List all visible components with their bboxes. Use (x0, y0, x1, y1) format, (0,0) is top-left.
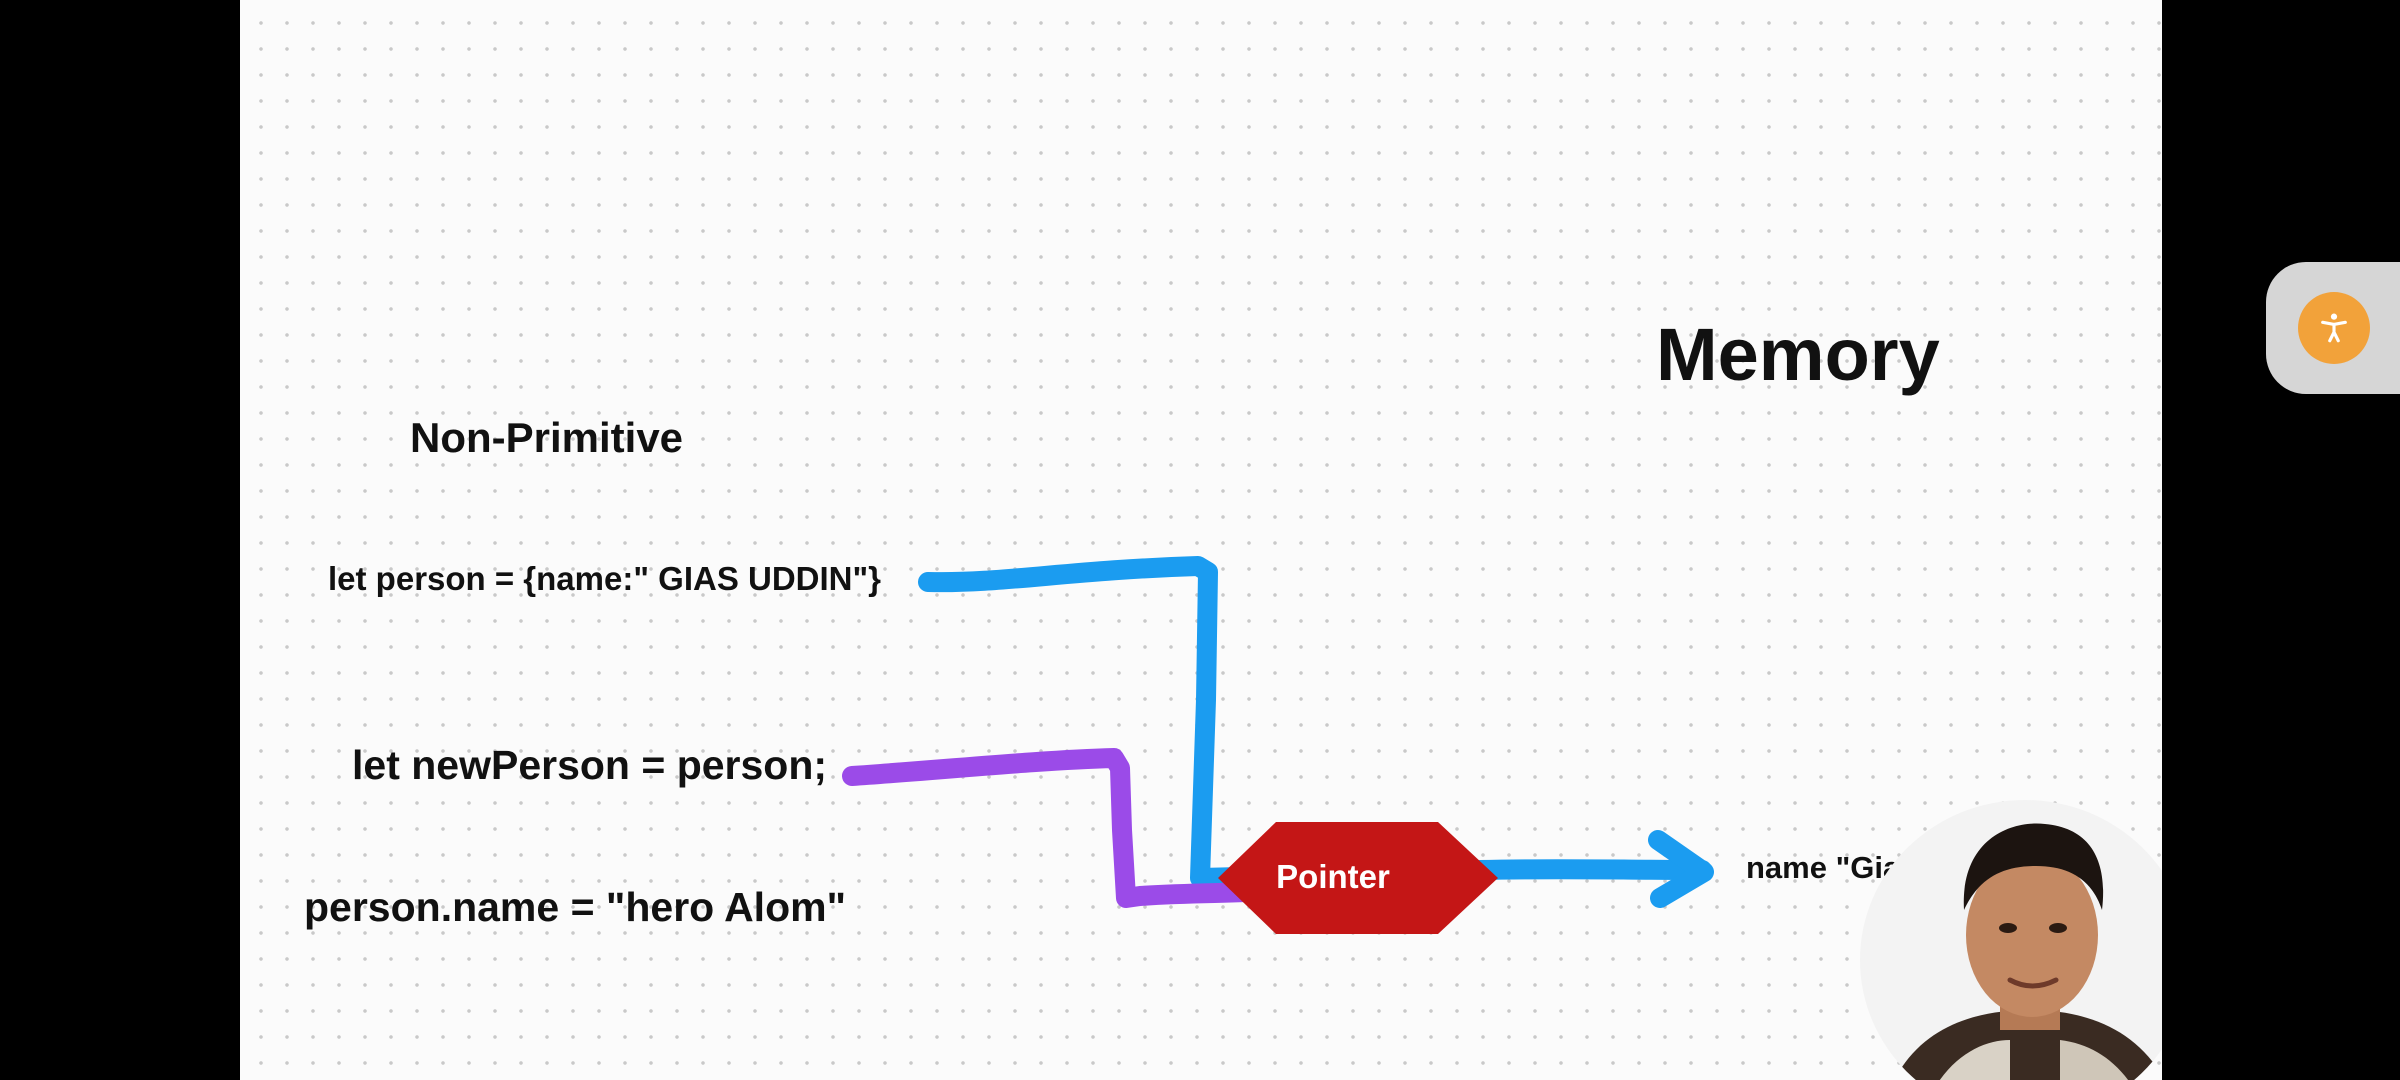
pointer-label: Pointer (1276, 858, 1390, 895)
blue-connector-stroke (918, 556, 1290, 888)
code-line-person: let person = {name:" GIAS UDDIN"} (328, 560, 881, 597)
memory-arrow-head (1648, 830, 1714, 908)
non-primitive-heading: Non-Primitive (410, 414, 684, 461)
accessibility-person-icon (2321, 313, 2347, 343)
code-line-person-name: person.name = "hero Alom" (304, 884, 847, 930)
memory-title: Memory (1656, 313, 1940, 396)
memory-arrow-stroke (1470, 859, 1712, 880)
code-line-newperson: let newPerson = person; (352, 742, 828, 788)
annotation-drawing (842, 556, 1714, 934)
accessibility-button[interactable] (2298, 292, 2370, 364)
pointer-hexagon (1218, 822, 1498, 934)
slide-canvas: Memory Non-Primitive let person = {name:… (240, 0, 2162, 1080)
purple-connector-stroke (842, 748, 1288, 908)
presenter-video-bubble (1860, 800, 2162, 1080)
